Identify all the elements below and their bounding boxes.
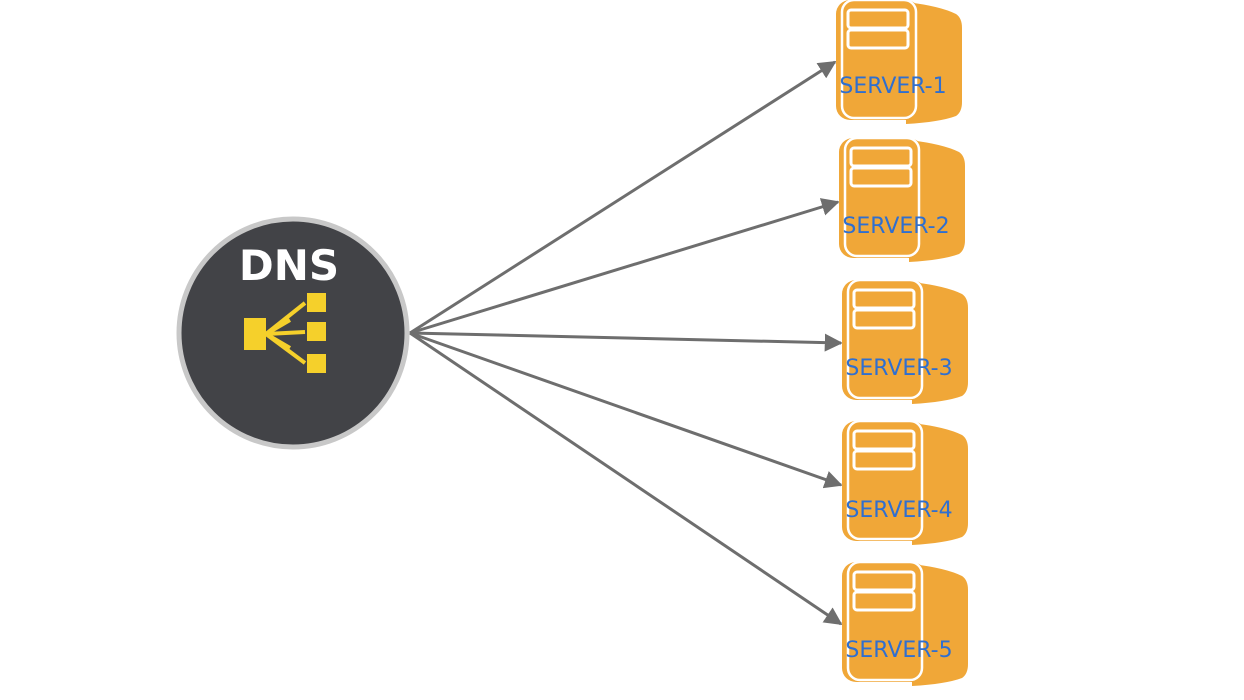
server-1: SERVER-1 xyxy=(836,0,962,124)
server-label: SERVER-2 xyxy=(842,214,949,239)
server-label: SERVER-5 xyxy=(845,638,952,663)
arrow-to-server-5 xyxy=(409,331,843,626)
arrow-to-server-1 xyxy=(409,60,837,335)
arrows xyxy=(409,60,843,626)
server-4: SERVER-4 xyxy=(842,419,968,545)
server-2: SERVER-2 xyxy=(839,136,965,262)
arrow-to-server-3 xyxy=(409,331,843,352)
load-balancer-icon xyxy=(244,293,326,373)
dns-label: DNS xyxy=(239,241,339,290)
arrow-to-server-4 xyxy=(409,331,843,489)
server-label: SERVER-1 xyxy=(839,74,946,99)
dns-node: DNS xyxy=(176,216,410,450)
server-label: SERVER-3 xyxy=(845,356,952,381)
server-label: SERVER-4 xyxy=(845,498,952,523)
server-5: SERVER-5 xyxy=(842,560,968,686)
arrow-to-server-2 xyxy=(409,198,840,335)
server-3: SERVER-3 xyxy=(842,278,968,404)
